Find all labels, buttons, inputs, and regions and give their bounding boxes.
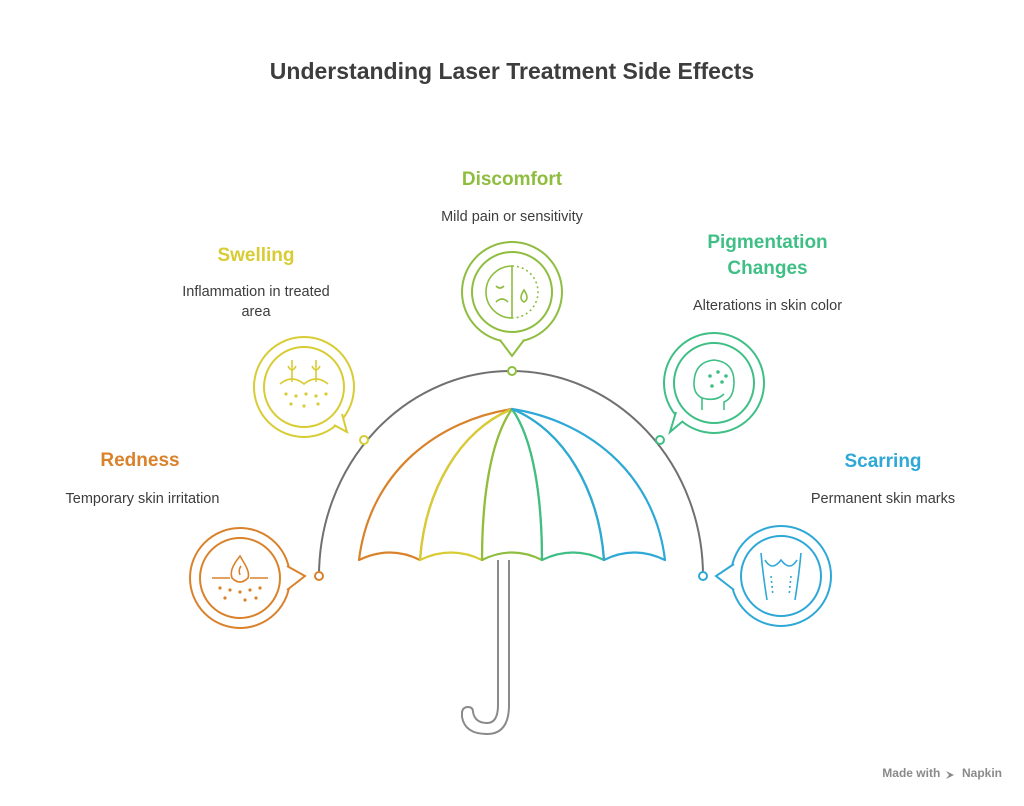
footer-attribution[interactable]: Made with Napkin — [882, 766, 1002, 780]
canopy-segment-swelling — [418, 407, 514, 562]
desc-pigmentation: Alterations in skin color — [692, 298, 843, 314]
torso-scars-icon — [760, 552, 802, 601]
connector-dot-discomfort — [507, 366, 517, 376]
sad-face-tear-icon — [485, 265, 539, 319]
head-spots-icon — [693, 359, 735, 410]
desc-scarring: Permanent skin marks — [810, 491, 956, 507]
bubble-swelling — [253, 336, 355, 438]
connector-dot-swelling — [359, 435, 369, 445]
bubble-scarring — [714, 525, 832, 627]
connector-dot-pigmentation — [655, 435, 665, 445]
desc-swelling: Inflammation in treated area — [182, 284, 330, 320]
page-title: Understanding Laser Treatment Side Effec… — [269, 58, 755, 84]
label-pigmentation: Pigmentation Changes — [707, 232, 828, 279]
skin-droplet-icon — [212, 554, 268, 602]
napkin-logo-icon — [946, 771, 954, 779]
bubble-discomfort — [461, 241, 563, 358]
label-discomfort: Discomfort — [461, 169, 563, 190]
desc-discomfort: Mild pain or sensitivity — [441, 209, 583, 225]
connector-dot-redness — [314, 571, 324, 581]
umbrella-handle — [461, 560, 510, 736]
outer-arc — [318, 370, 704, 577]
connector-dot-scarring — [698, 571, 708, 581]
bubble-pigmentation — [663, 332, 765, 435]
label-scarring: Scarring — [844, 451, 922, 472]
footer-brand: Napkin — [961, 766, 1002, 780]
canopy-segment-redness — [357, 407, 514, 562]
desc-redness: Temporary skin irritation — [65, 491, 220, 507]
label-redness: Redness — [100, 450, 180, 471]
swollen-skin-icon — [279, 360, 329, 408]
umbrella-canopy — [357, 407, 667, 562]
canopy-segment-discomfort — [480, 407, 544, 562]
bubble-redness — [189, 527, 307, 629]
label-swelling: Swelling — [217, 245, 295, 266]
footer-made-with: Made with — [882, 766, 941, 780]
canopy-segment-scarring — [510, 407, 667, 562]
canopy-segment-pigmentation — [510, 407, 606, 562]
